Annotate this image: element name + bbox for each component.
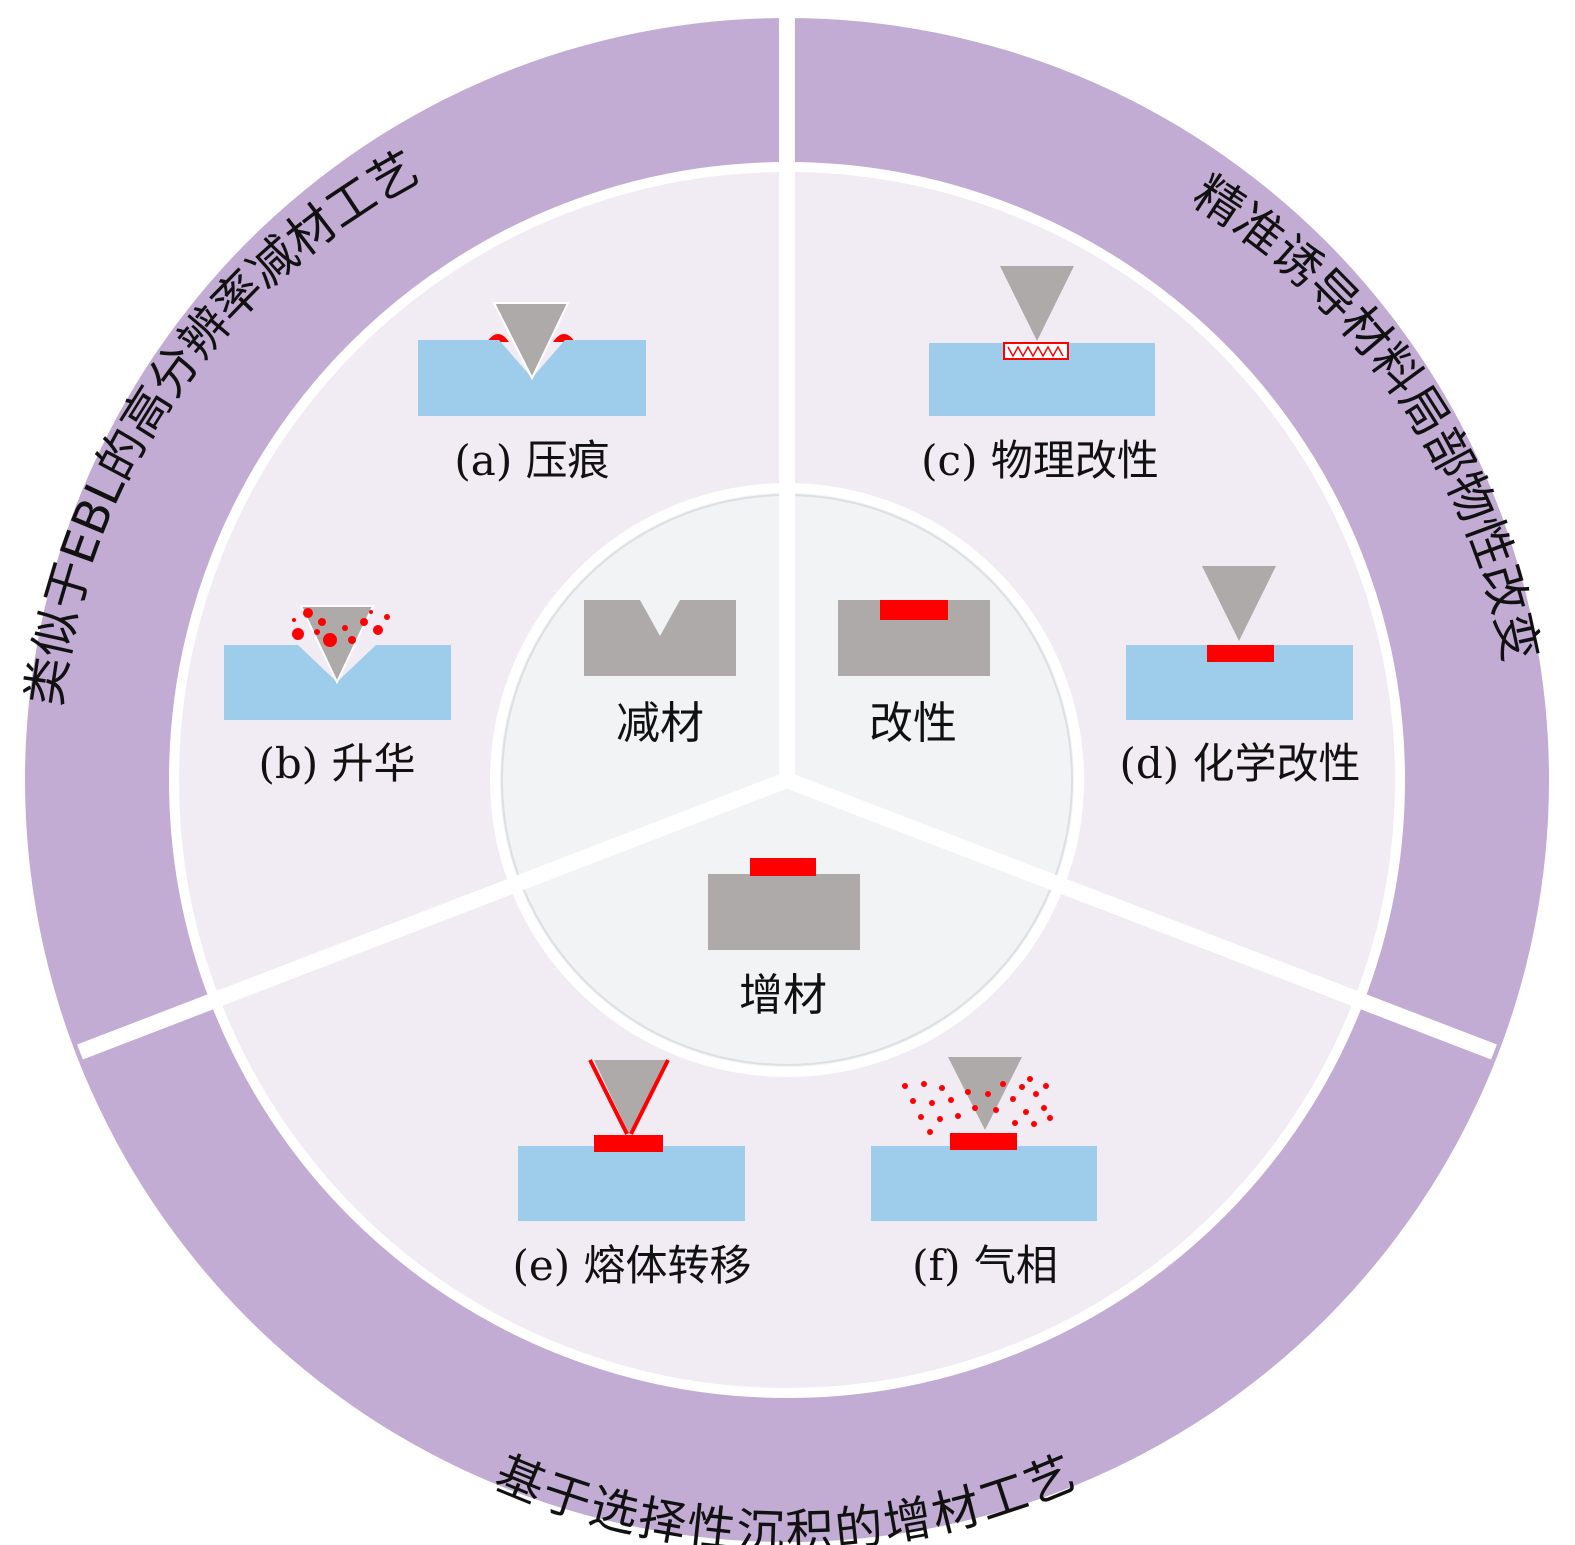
process-d-label: (d) 化学改性 — [1119, 739, 1360, 788]
process-a-label: (a) 压痕 — [454, 436, 609, 485]
center-additive-icon — [708, 858, 860, 950]
center-modification-icon — [838, 600, 990, 676]
process-e-melt-transfer-icon — [518, 1059, 745, 1221]
process-f-label: (f) 气相 — [912, 1241, 1058, 1290]
center-label-subtractive: 减材 — [616, 698, 704, 749]
process-c-physical-modification-icon — [929, 266, 1155, 416]
process-f-vapor-phase-icon — [871, 1057, 1097, 1221]
process-b-sublimation-icon — [224, 605, 451, 720]
process-b-label: (b) 升华 — [258, 739, 415, 788]
center-label-additive: 增材 — [739, 970, 827, 1021]
process-a-indentation-icon — [418, 302, 646, 416]
sector-separators — [77, 10, 1497, 1060]
center-subtractive-icon — [584, 600, 736, 676]
process-d-chemical-modification-icon — [1126, 566, 1353, 720]
separator-left — [77, 772, 790, 1060]
process-e-label: (e) 熔体转移 — [513, 1241, 752, 1290]
center-label-modification: 改性 — [869, 698, 957, 749]
process-c-label: (c) 物理改性 — [921, 436, 1159, 485]
separator-right — [784, 772, 1497, 1060]
